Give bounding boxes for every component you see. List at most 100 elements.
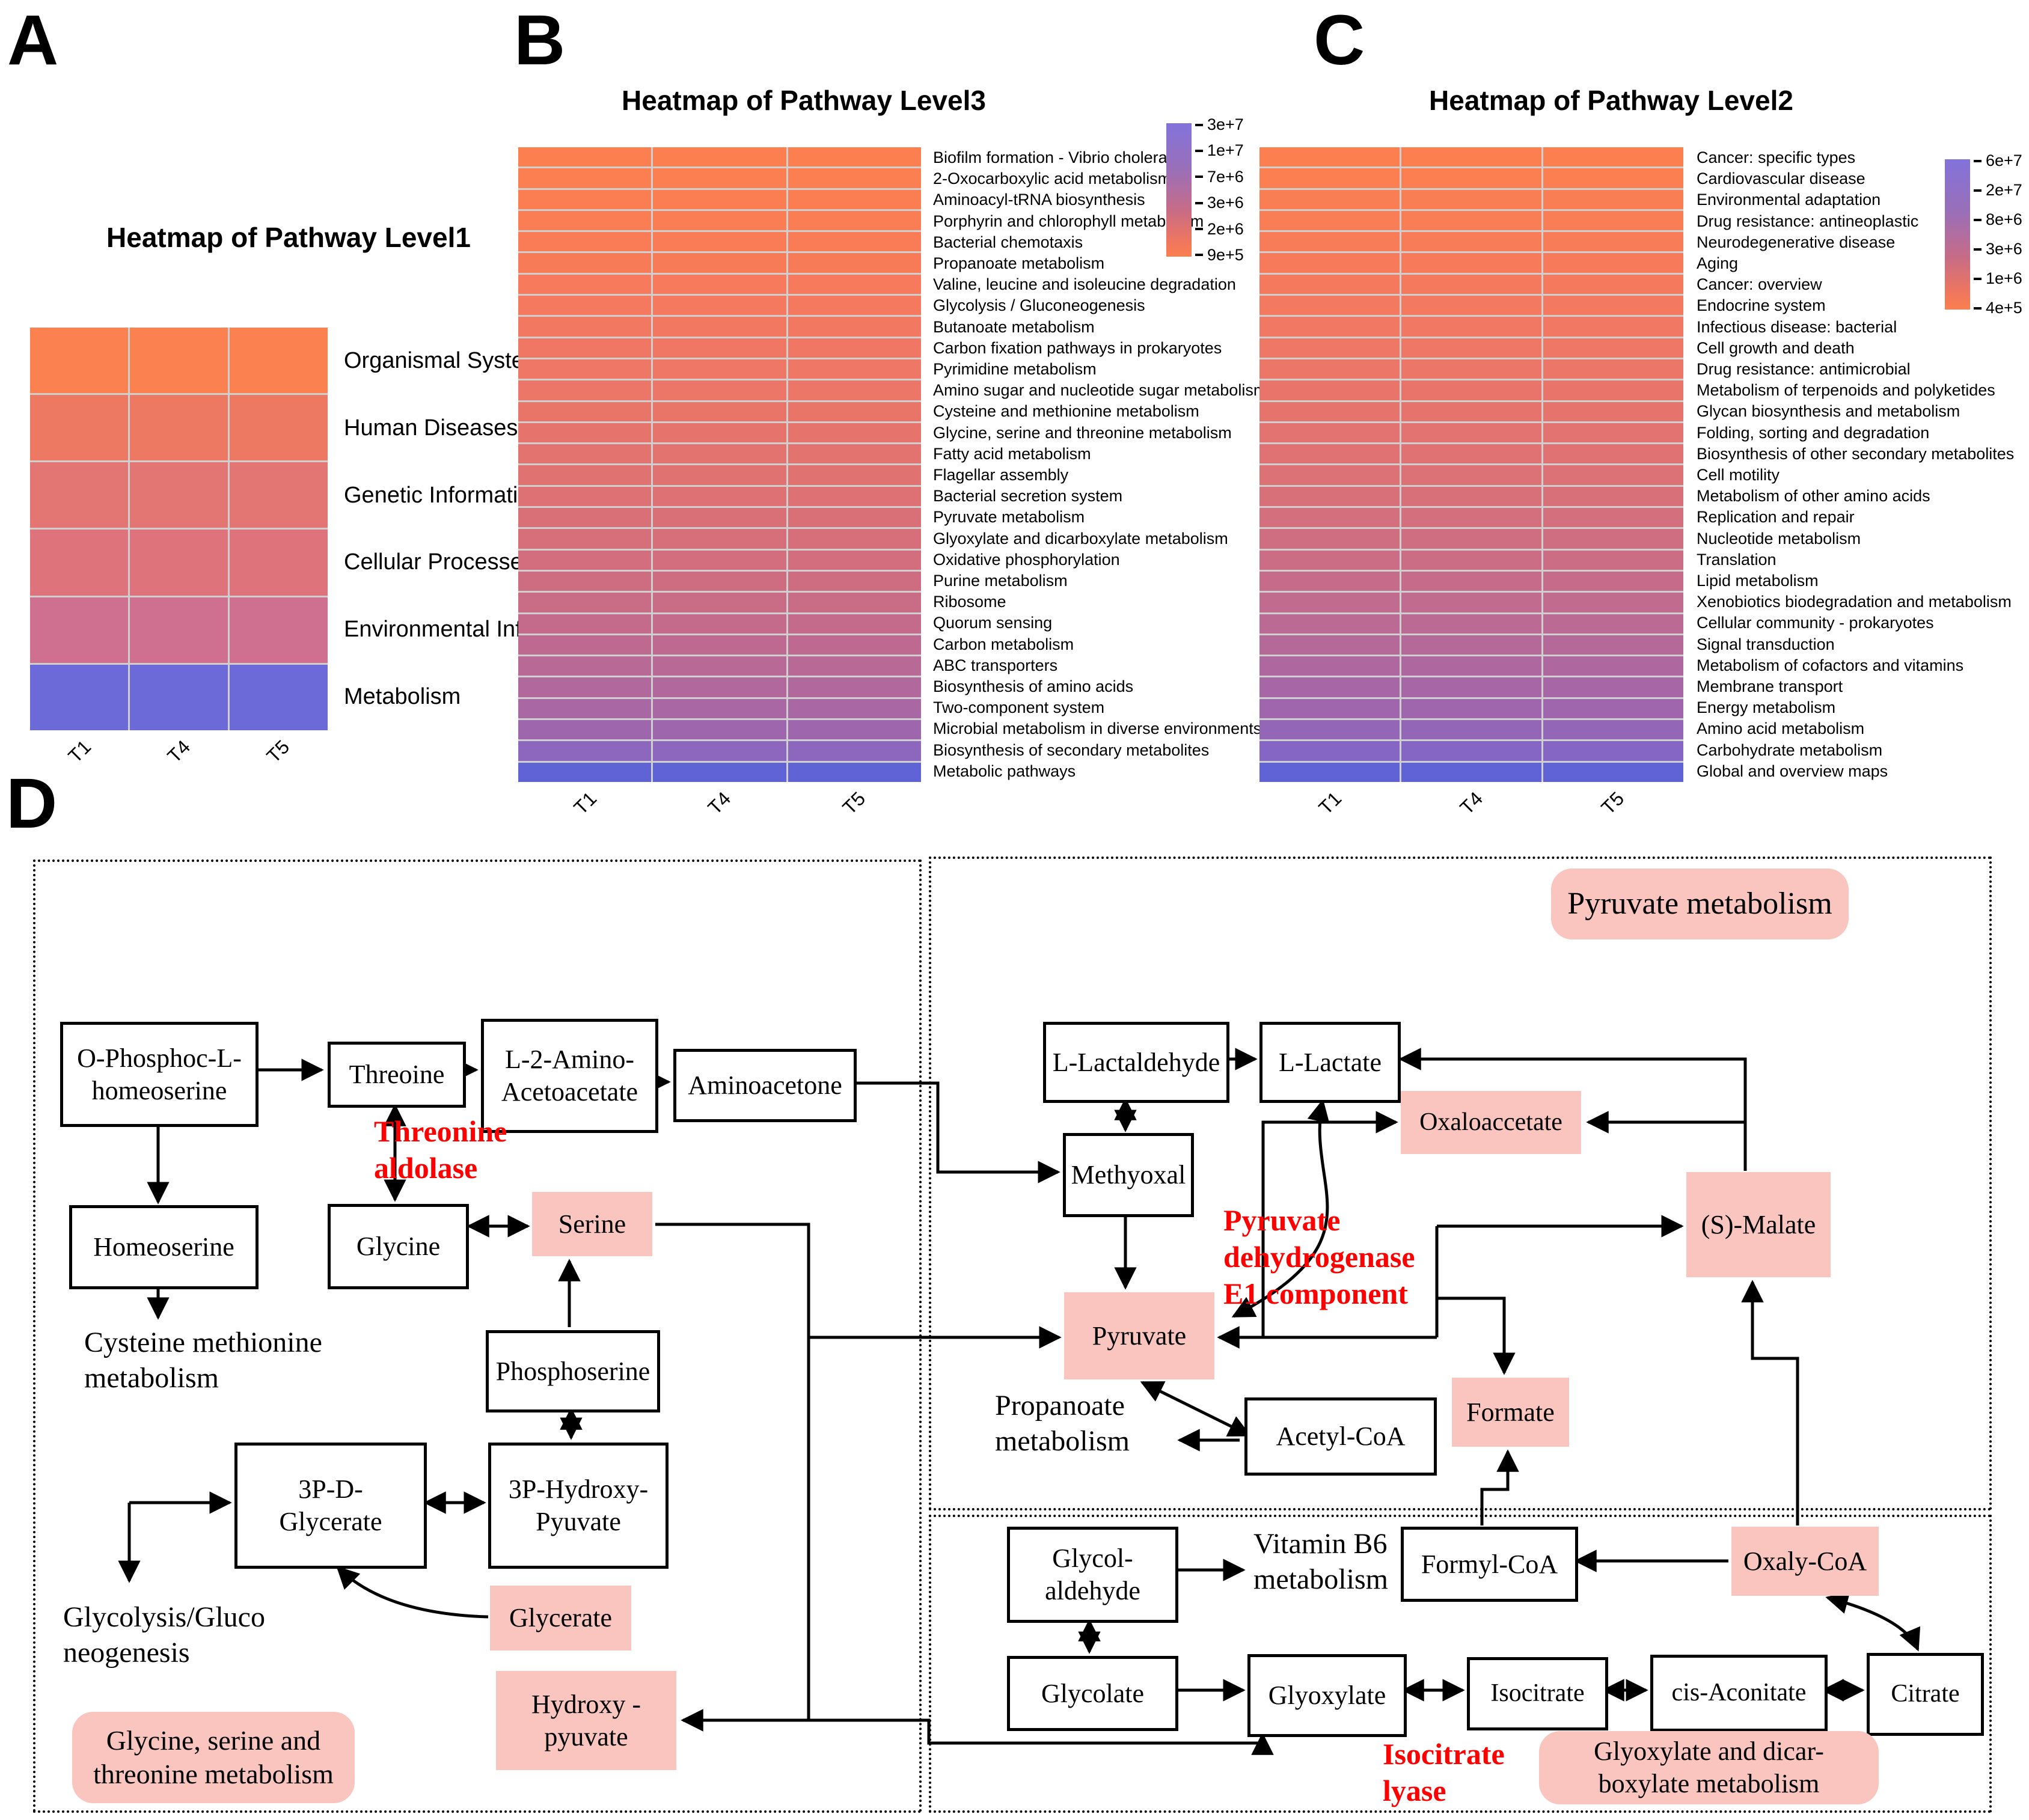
heatmap-cell [1259, 571, 1400, 591]
heatmap-cell [1401, 210, 1541, 231]
heatmap-row-label: Biosynthesis of amino acids [933, 677, 1134, 696]
heatmap-cell [653, 593, 786, 612]
heatmap-cell [788, 593, 921, 612]
heatmap-cell [1259, 189, 1400, 209]
heatmap-cell [653, 338, 786, 358]
heatmap-cell [230, 328, 328, 394]
node-oxaloaccetate: Oxaloaccetate [1401, 1091, 1581, 1154]
heatmap-row-label: Aging [1697, 254, 1739, 273]
node-l-lactaldehyde: L-Lactaldehyde [1043, 1022, 1229, 1103]
label-pyruvate-dehydrogenase-e1: Pyruvate dehydrogenase E1 component [1223, 1203, 1415, 1310]
heatmap-cell [653, 508, 786, 528]
heatmap-cell [788, 210, 921, 231]
heatmap-cell [788, 147, 921, 167]
heatmap-x-label-text: T4 [703, 787, 735, 819]
heatmap-cell [653, 635, 786, 655]
node-isocitrate: Isocitrate [1467, 1657, 1608, 1730]
node-pyruvate: Pyruvate [1064, 1292, 1214, 1379]
region-glyoxylate-dicarboxylate [929, 1515, 1992, 1813]
heatmap-x-label: T4 [1401, 787, 1542, 834]
heatmap-cell [518, 635, 652, 655]
heatmap-cell [30, 328, 128, 394]
heatmap-cell [1259, 274, 1400, 295]
heatmap-x-label: T1 [1259, 787, 1401, 834]
heatmap-cell [788, 296, 921, 316]
node-methyoxal: Methyoxal [1063, 1133, 1194, 1217]
heatmap-row-label: Carbohydrate metabolism [1697, 741, 1883, 759]
heatmap-cell [1259, 359, 1400, 379]
heatmap-cell [653, 698, 786, 719]
node-cis-aconitate: cis-Aconitate [1650, 1655, 1828, 1732]
node-acetyl-coa: Acetyl-CoA [1244, 1397, 1437, 1476]
heatmap-cell [1543, 635, 1683, 655]
heatmap-cell [788, 402, 921, 421]
heatmap-row-label: ABC transporters [933, 656, 1058, 674]
colorbar-tick: 8e+6 [1974, 210, 2022, 229]
heatmap-cell [653, 486, 786, 507]
heatmap-cell [1401, 486, 1541, 507]
heatmap-cell [1543, 465, 1683, 485]
heatmap-row-label: Quorum sensing [933, 614, 1053, 632]
heatmap-cell [518, 232, 652, 252]
panel-a-letter: A [7, 1, 59, 80]
heatmap-x-label-text: T1 [1314, 787, 1346, 819]
heatmap-row-label: Metabolism of other amino acids [1697, 487, 1930, 505]
heatmap-row-label: Metabolism of cofactors and vitamins [1697, 656, 1964, 674]
heatmap-row-label: Biosynthesis of other secondary metaboli… [1697, 444, 2015, 463]
heatmap-cell [518, 168, 652, 188]
heatmap-cell [518, 423, 652, 443]
heatmap-cell [1543, 189, 1683, 209]
heatmap-cell [788, 465, 921, 485]
node-glyoxylate: Glyoxylate [1247, 1654, 1407, 1737]
heatmap-x-label-text: T5 [262, 736, 294, 768]
heatmap-cell [788, 656, 921, 676]
heatmap-cell [1259, 741, 1400, 761]
node-citrate: Citrate [1867, 1653, 1984, 1736]
label-glycolysis-gluconeogenesis: Glycolysis/Gluco neogenesis [63, 1601, 265, 1669]
heatmap-cell [653, 762, 786, 782]
heatmap-row-label: Glycolysis / Gluconeogenesis [933, 296, 1145, 315]
heatmap-cell [1401, 189, 1541, 209]
heatmap-cell [1401, 677, 1541, 697]
heatmap-x-label-text: T5 [838, 787, 869, 819]
heatmap-cell [653, 614, 786, 634]
heatmap-cell [653, 296, 786, 316]
node-homeoserine: Homeoserine [69, 1205, 259, 1289]
heatmap-cell [1401, 147, 1541, 167]
node-threoine: Threoine [328, 1042, 466, 1108]
heatmap-cell [788, 486, 921, 507]
heatmap-row-label: Cell growth and death [1697, 338, 1855, 357]
heatmap-cell [30, 530, 128, 596]
heatmap-cell [1259, 338, 1400, 358]
heatmap-cell [1543, 147, 1683, 167]
heatmap-row-label: Butanoate metabolism [933, 317, 1095, 336]
heatmap-row-label: Neurodegenerative disease [1697, 233, 1896, 251]
heatmap-row-label: Amino sugar and nucleotide sugar metabol… [933, 381, 1267, 400]
heatmap-cell [1259, 529, 1400, 549]
heatmap-cell [1401, 380, 1541, 400]
heatmap-cell [788, 614, 921, 634]
panel-b-letter: B [514, 1, 566, 80]
heatmap-cell [653, 656, 786, 676]
heatmap-cell [518, 444, 652, 464]
heatmap-cell [1259, 508, 1400, 528]
heatmap-b-grid [518, 147, 921, 782]
heatmap-cell [1543, 720, 1683, 740]
heatmap-b-colorbar [1166, 123, 1192, 257]
heatmap-row-label: Environmental adaptation [1697, 191, 1881, 209]
label-glyoxylate-dicarboxylate-metabolism: Glyoxylate and dicar- boxylate metabolis… [1539, 1731, 1879, 1804]
node-glycolate: Glycolate [1007, 1656, 1178, 1731]
heatmap-cell [1259, 317, 1400, 337]
heatmap-cell [1259, 720, 1400, 740]
heatmap-cell [1259, 210, 1400, 231]
heatmap-row-label: Folding, sorting and degradation [1697, 423, 1930, 442]
heatmap-cell [518, 296, 652, 316]
heatmap-cell [518, 359, 652, 379]
heatmap-cell [1543, 168, 1683, 188]
heatmap-cell [518, 593, 652, 612]
heatmap-row-label: Glycan biosynthesis and metabolism [1697, 402, 1960, 421]
heatmap-cell [1543, 210, 1683, 231]
heatmap-cell [230, 530, 328, 596]
